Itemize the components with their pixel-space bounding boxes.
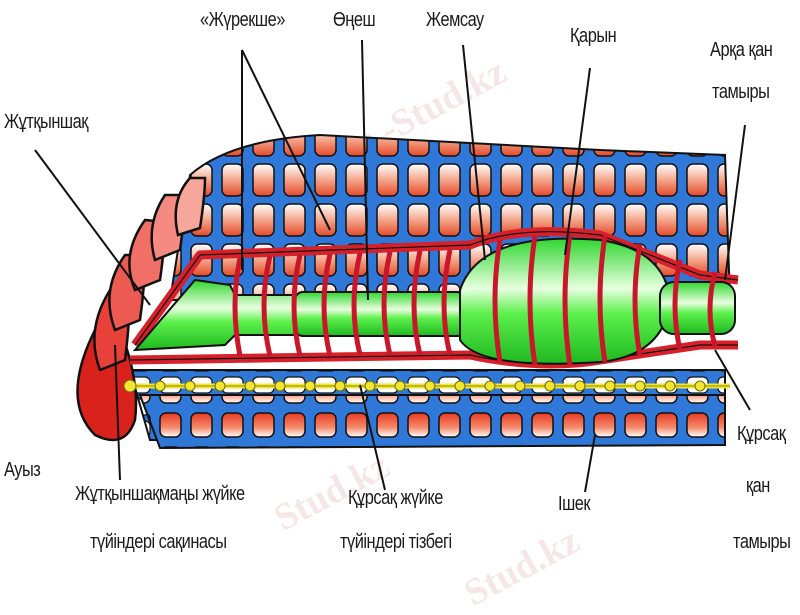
label-crop: Жемсау	[426, 9, 484, 31]
label-gizzard: Қарын	[570, 25, 617, 47]
ventral-nerve-cord	[123, 379, 730, 393]
body-wall-ventral	[138, 394, 726, 450]
label-intestine: Ішек	[558, 493, 591, 515]
label-nerve-ring-line2: түйіндері сақинасы	[90, 531, 227, 553]
label-nerve-ring-line1: Жұтқыншақмаңы жүйке	[75, 483, 245, 505]
label-ventral-vessel-line3: тамыры	[733, 531, 791, 553]
label-ventral-nerve-line2: түйіндері тізбегі	[340, 531, 452, 553]
leader-lines	[34, 39, 751, 493]
worm-illustration	[34, 39, 751, 493]
esophagus	[294, 291, 466, 337]
label-esophagus: Өңеш	[333, 9, 376, 31]
label-mouth: Ауыз	[4, 459, 41, 481]
label-ventral-vessel-line2: қан	[746, 475, 770, 497]
label-ventral-vessel-line1: Құрсақ	[737, 423, 786, 445]
ventral-blood-vessel	[129, 340, 738, 369]
intestine	[659, 281, 736, 335]
label-dorsal-vessel-line2: тамыры	[712, 81, 770, 103]
label-pharynx: Жұтқыншақ	[4, 111, 88, 133]
label-heart: «Жүрекше»	[200, 9, 285, 31]
earthworm-anatomy-diagram: kz -Stud.kz Stud.kz Stud.kz	[4, 9, 791, 615]
label-dorsal-vessel-line1: Арқа қан	[710, 39, 773, 61]
segmental-vessels	[232, 233, 718, 367]
label-ventral-nerve-line1: Құрсақ жүйке	[348, 487, 443, 509]
head-segments	[76, 176, 207, 442]
